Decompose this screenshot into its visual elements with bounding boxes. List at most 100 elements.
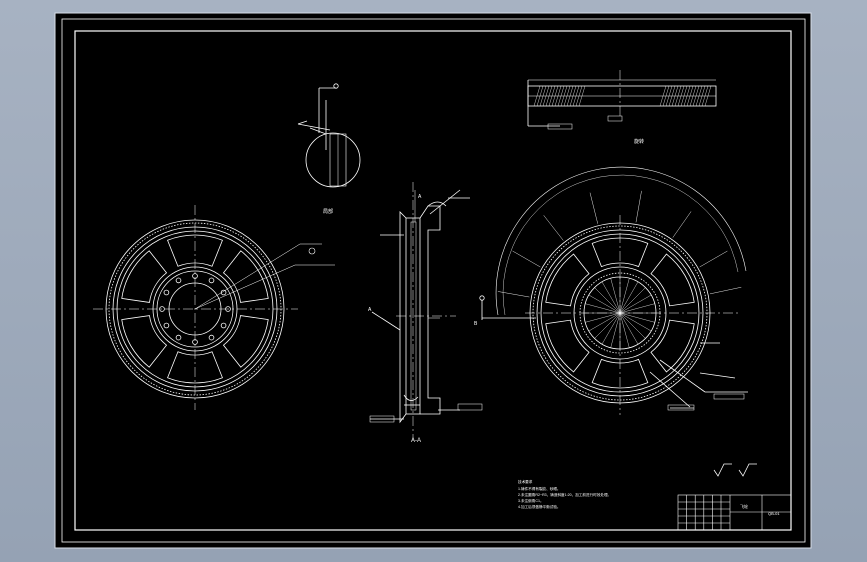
title-block xyxy=(677,494,792,531)
right-view xyxy=(479,166,748,415)
hatch-line xyxy=(578,85,586,107)
hatch-line xyxy=(542,85,550,107)
hatch-line xyxy=(701,85,709,107)
hatch-line xyxy=(548,85,556,107)
dimension-ray xyxy=(672,211,692,238)
roughness-symbols xyxy=(713,463,757,477)
hatch-line xyxy=(704,85,712,107)
hatch-line xyxy=(692,85,700,107)
hatch-line xyxy=(665,85,673,107)
drawing-sheet xyxy=(54,12,812,549)
radial-line xyxy=(588,312,621,332)
spoke-window xyxy=(121,315,168,368)
dimension-ray xyxy=(497,291,530,298)
radial-line xyxy=(619,281,639,314)
radial-line xyxy=(619,303,655,314)
hatch-line xyxy=(545,85,553,107)
spoke-window xyxy=(545,319,590,373)
bolt-hole xyxy=(159,306,165,312)
spoke-window xyxy=(167,234,223,267)
rotated-view xyxy=(527,70,717,130)
bolt-hole xyxy=(192,339,198,345)
bolt-hole xyxy=(220,289,227,296)
hatch-line xyxy=(572,85,580,107)
title-block-number: QB-01 xyxy=(768,511,780,516)
radial-line xyxy=(585,303,621,314)
radial-line xyxy=(619,312,639,345)
hatch-line xyxy=(563,85,571,107)
hatch-line xyxy=(695,85,703,107)
bolt-hole xyxy=(208,277,215,284)
radial-line xyxy=(585,312,621,323)
hatch-line xyxy=(659,85,667,107)
section-view-aa xyxy=(369,182,483,440)
hatch-line xyxy=(689,85,697,107)
section-marker-a-bottom: A xyxy=(368,307,372,313)
technical-notes: 技术要求 1.铸件不得有裂纹、砂眼。 2.未注圆角R2~R3，铸造斜度1:20，… xyxy=(518,479,611,509)
bolt-hole xyxy=(163,289,170,296)
dimension-ray xyxy=(699,250,728,268)
hatch-line xyxy=(662,85,670,107)
notes-line: 4.加工后须做静平衡试验。 xyxy=(518,504,561,509)
notes-line: 1.铸件不得有裂纹、砂眼。 xyxy=(518,486,561,491)
hatch-line xyxy=(566,85,574,107)
section-label-aa: A-A xyxy=(411,438,421,444)
hatch-line xyxy=(677,85,685,107)
hatch-line xyxy=(674,85,682,107)
hatch-line xyxy=(686,85,694,107)
radial-line xyxy=(619,312,630,348)
radial-line xyxy=(610,312,621,348)
spoke-window xyxy=(222,315,269,368)
hatch-line xyxy=(680,85,688,107)
hatch-line xyxy=(554,85,562,107)
hatch-line xyxy=(551,85,559,107)
detail-view xyxy=(297,83,361,188)
radial-line xyxy=(601,312,621,345)
hatch-line xyxy=(560,85,568,107)
title-block-name: 飞轮 xyxy=(740,503,748,509)
bolt-hole xyxy=(192,273,198,279)
hatch-line xyxy=(668,85,676,107)
radial-line xyxy=(610,278,621,314)
outer-border xyxy=(61,18,806,543)
inner-frame xyxy=(74,30,792,531)
hatch-line xyxy=(536,85,544,107)
radial-line xyxy=(619,294,652,314)
notes-title: 技术要求 xyxy=(518,479,533,484)
radial-line xyxy=(619,278,630,314)
spoke-window xyxy=(121,250,168,303)
hatch-line xyxy=(575,85,583,107)
bolt-hole xyxy=(175,334,182,341)
dimension-ray xyxy=(635,190,642,223)
dimension-arc xyxy=(495,166,747,316)
hatch-line xyxy=(539,85,547,107)
dimension-ray xyxy=(543,215,564,241)
spoke-window xyxy=(222,250,269,303)
hatch-line xyxy=(671,85,679,107)
radial-line xyxy=(594,312,621,339)
view-marker-b: B xyxy=(474,321,478,327)
spoke-window xyxy=(545,253,590,307)
hatch-line xyxy=(569,85,577,107)
notes-line: 2.未注圆角R2~R3，铸造斜度1:20，加工前进行时效处理。 xyxy=(518,492,611,497)
hatch-line xyxy=(533,85,541,107)
spoke-window xyxy=(591,358,649,389)
spoke-window xyxy=(650,319,695,373)
spoke-window xyxy=(591,237,649,268)
bolt-hole xyxy=(208,334,215,341)
bolt-hole xyxy=(163,322,170,329)
spoke-window xyxy=(167,351,223,384)
dimension-ray xyxy=(709,286,742,295)
front-view xyxy=(93,205,335,410)
bolt-hole xyxy=(220,322,227,329)
radial-line xyxy=(619,312,652,332)
hatch-line xyxy=(683,85,691,107)
radial-line xyxy=(619,312,655,323)
spoke-window xyxy=(650,253,695,307)
rotated-view-label: 旋转 xyxy=(634,138,644,145)
hatch-line xyxy=(557,85,565,107)
radial-line xyxy=(601,281,621,314)
bolt-hole xyxy=(175,277,182,284)
